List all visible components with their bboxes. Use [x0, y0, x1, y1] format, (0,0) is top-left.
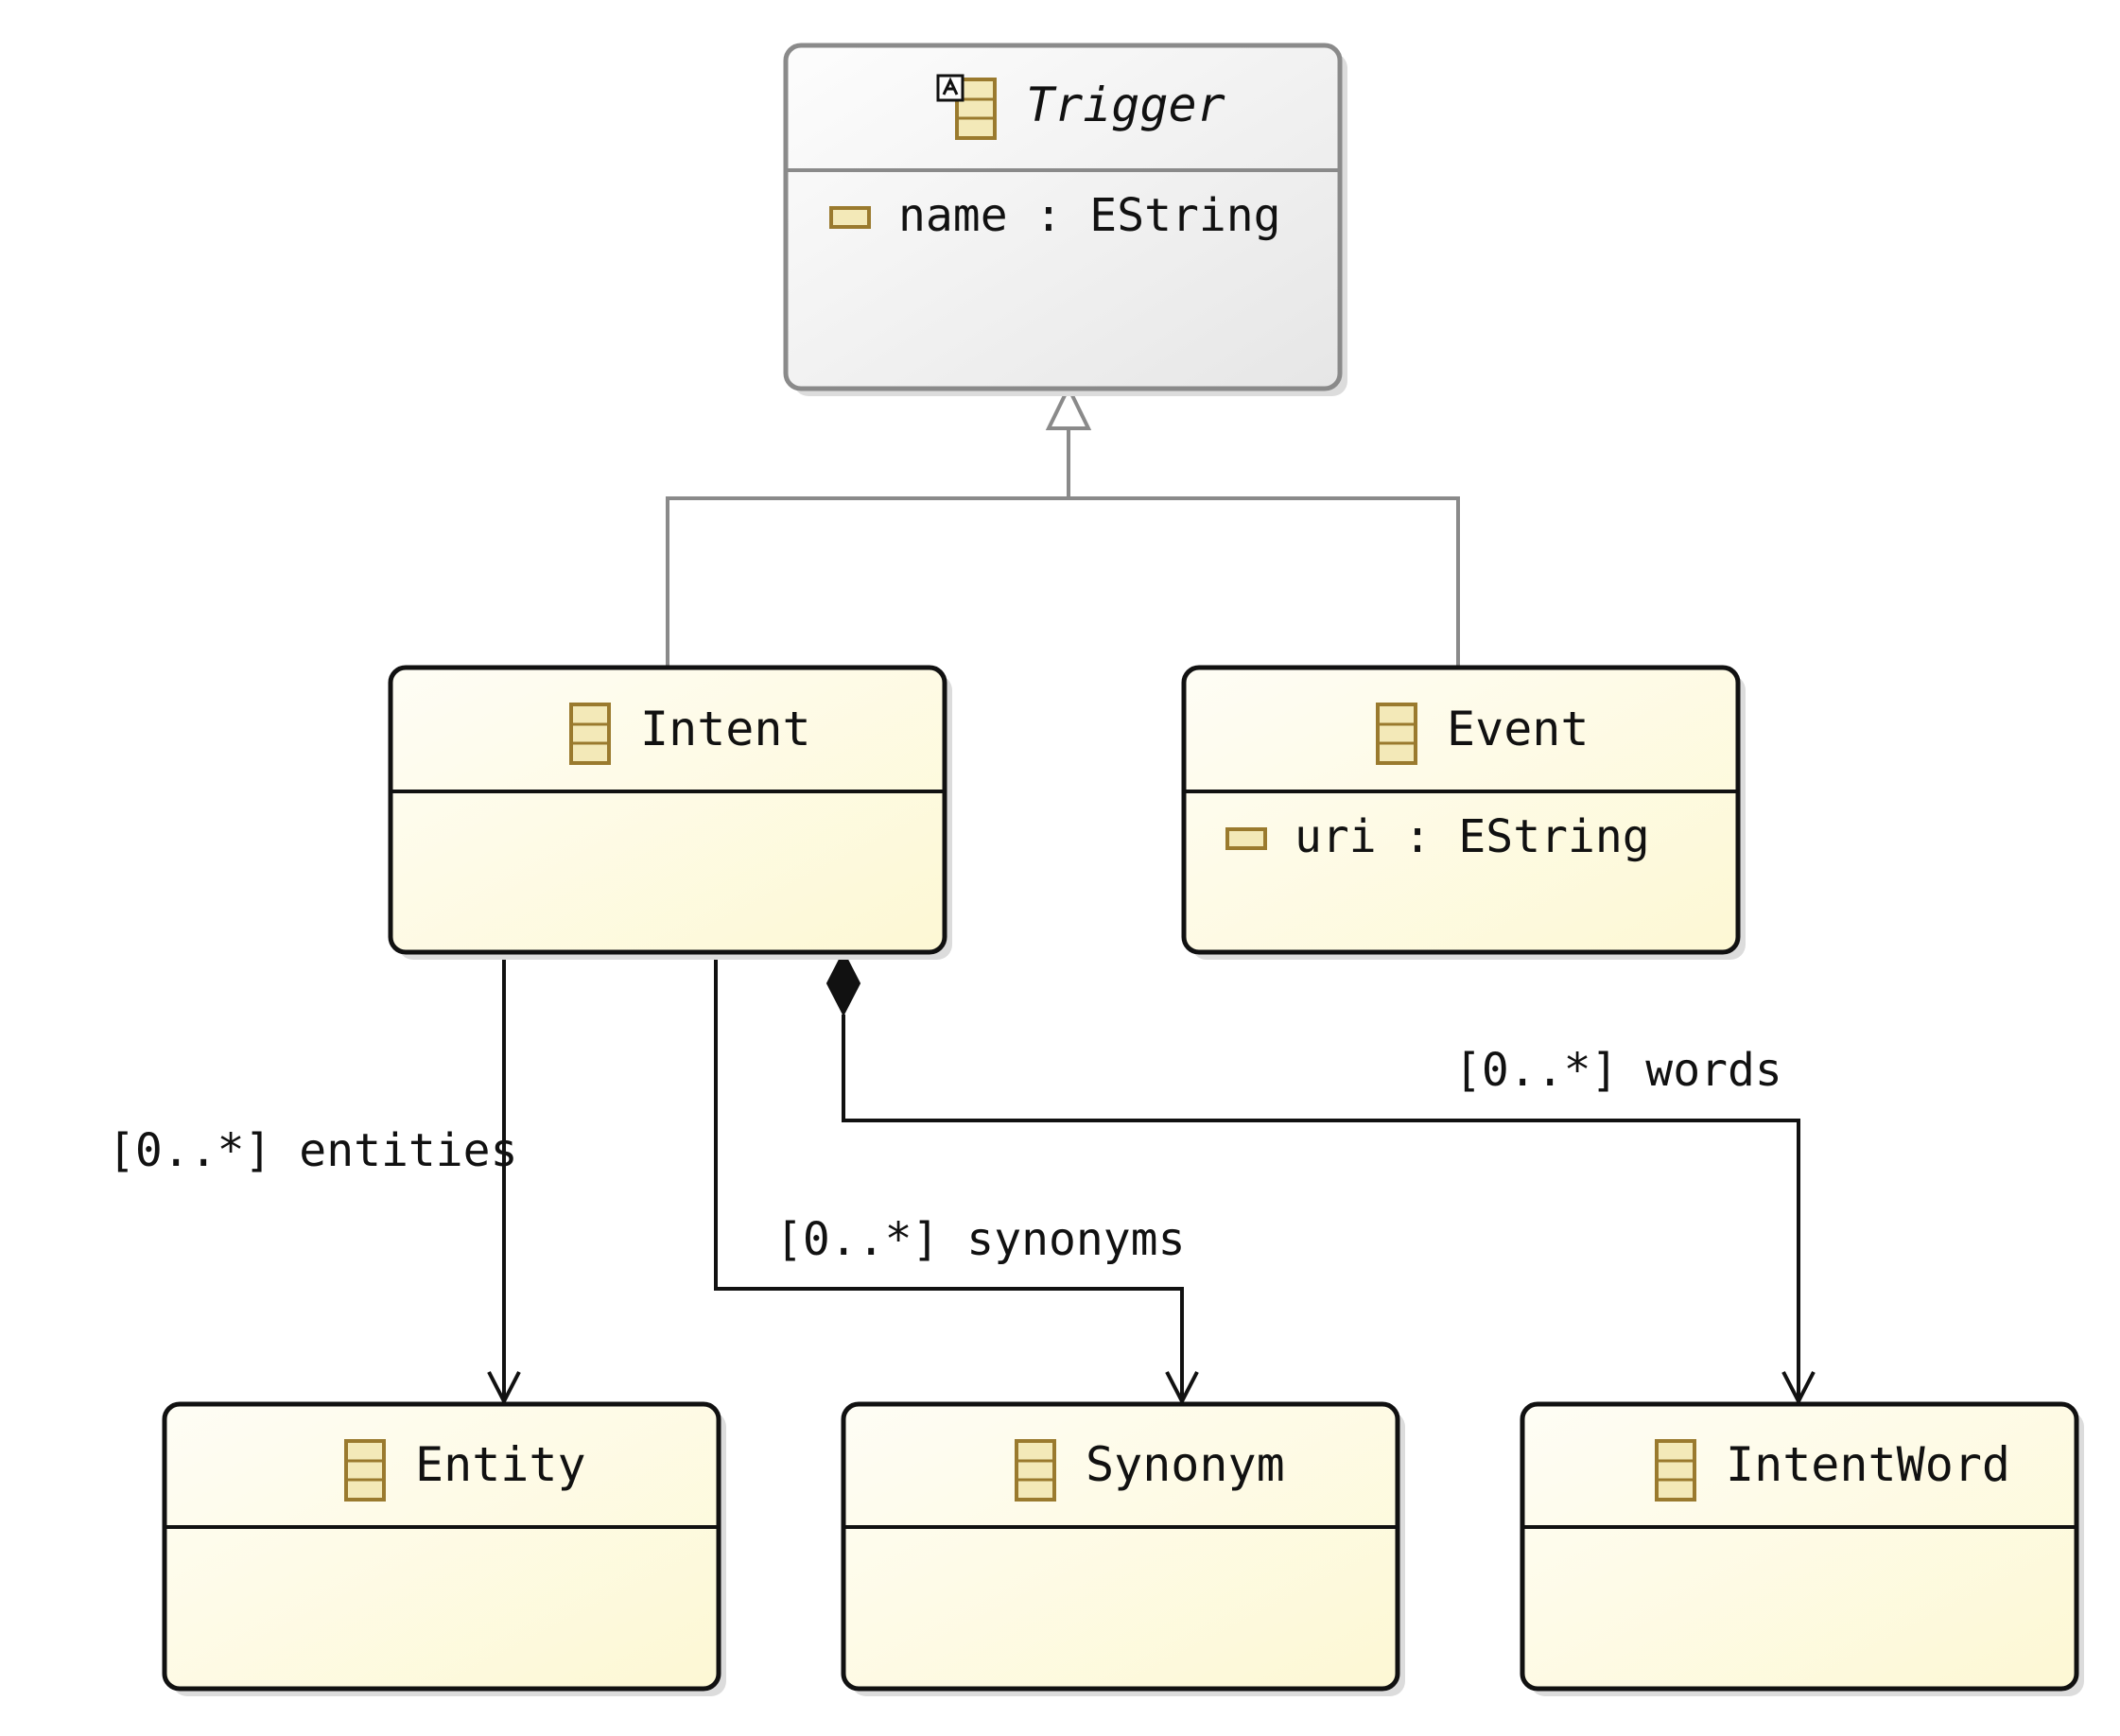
class-trigger-name: Trigger: [1026, 78, 1225, 132]
class-event-attribute[interactable]: uri : EString: [1225, 810, 1650, 863]
reference-words-arrow-icon: [1781, 1371, 1816, 1406]
class-event-name: Event: [1447, 702, 1590, 756]
abstract-marker-icon: [936, 74, 964, 102]
reference-synonyms-label: [0..*] synonyms: [775, 1213, 1185, 1266]
containment-diamond-icon: [825, 949, 861, 1017]
class-intentword[interactable]: IntentWord: [1520, 1401, 2084, 1696]
reference-entities[interactable]: [0..*] entities: [108, 953, 521, 1406]
class-synonym-box: [841, 1401, 1400, 1692]
class-intentword-name: IntentWord: [1726, 1437, 2010, 1492]
reference-synonyms-line: [714, 953, 1184, 1401]
generalization-connector: [666, 383, 1460, 666]
class-event[interactable]: Event uri : EString: [1181, 665, 1746, 960]
generalization-arrowhead-icon: [1045, 383, 1092, 430]
class-entity[interactable]: Entity: [162, 1401, 726, 1696]
class-synonym[interactable]: Synonym: [841, 1401, 1405, 1696]
class-intent-name: Intent: [640, 702, 811, 756]
class-trigger[interactable]: Trigger name : EString: [783, 43, 1347, 396]
eattribute-icon: [829, 206, 871, 229]
eattribute-icon: [1225, 827, 1267, 850]
class-entity-name: Entity: [415, 1437, 586, 1492]
class-trigger-attribute-text: name : EString: [898, 189, 1281, 242]
class-trigger-attribute[interactable]: name : EString: [829, 189, 1281, 242]
reference-synonyms-arrow-icon: [1165, 1371, 1199, 1406]
reference-entities-arrow-icon: [487, 1371, 521, 1406]
reference-words-line: [842, 1015, 1800, 1401]
eclass-icon: [569, 703, 611, 765]
reference-entities-label: [0..*] entities: [108, 1124, 517, 1177]
generalization-line-intent: [666, 496, 1069, 666]
eclass-icon: [1015, 1439, 1056, 1502]
eclass-icon: [1655, 1439, 1696, 1502]
reference-words-label: [0..*] words: [1454, 1044, 1782, 1097]
eclass-icon: [344, 1439, 386, 1502]
class-synonym-name: Synonym: [1086, 1437, 1285, 1492]
eclass-icon: [1376, 703, 1417, 765]
class-entity-box: [162, 1401, 721, 1692]
class-intent-box: [388, 665, 947, 955]
class-event-attribute-text: uri : EString: [1295, 810, 1650, 863]
reference-words[interactable]: [0..*] words: [825, 949, 1816, 1406]
reference-synonyms[interactable]: [0..*] synonyms: [714, 953, 1199, 1406]
class-intent[interactable]: Intent: [388, 665, 952, 960]
class-event-box: [1181, 665, 1741, 955]
class-trigger-box: [783, 43, 1343, 391]
generalization-line-event: [1069, 496, 1460, 666]
